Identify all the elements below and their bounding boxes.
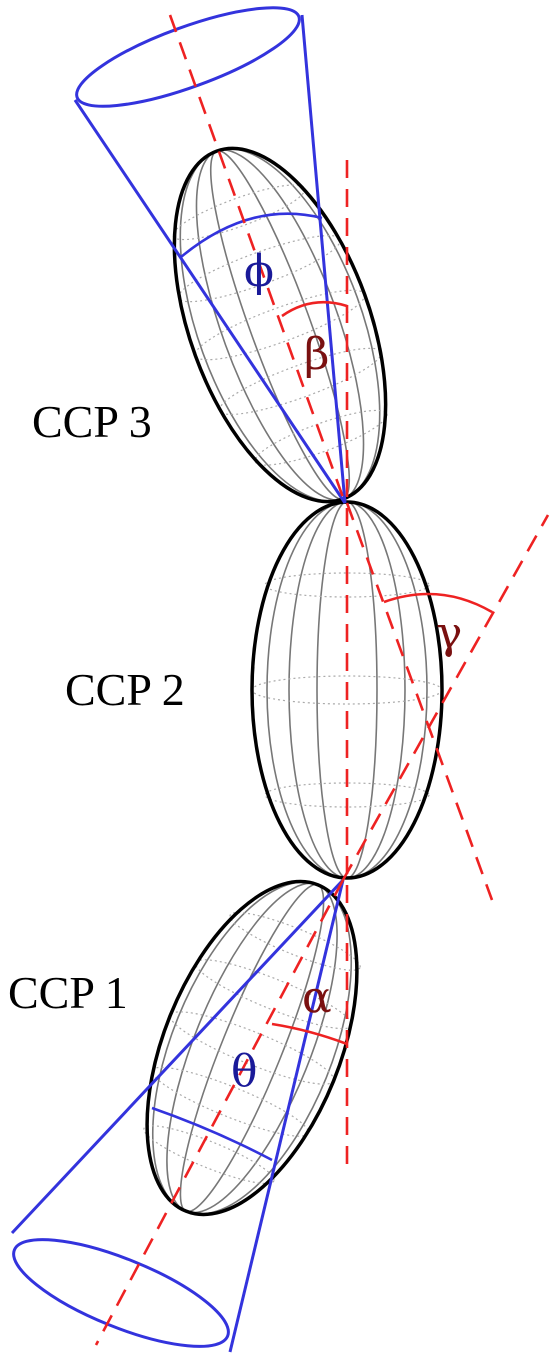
ccp1-outline xyxy=(145,879,359,1217)
ccp1-latitude xyxy=(143,1125,275,1185)
cone-bottom-edge-right xyxy=(228,879,345,1353)
theta-arc xyxy=(151,1106,273,1162)
cone-top-rim xyxy=(75,6,301,108)
gamma-arc xyxy=(383,592,493,614)
ccp2-latitude xyxy=(264,572,430,598)
cone-bottom-rim xyxy=(12,1238,230,1348)
ccp2-tilted-axis-1 xyxy=(345,502,494,901)
theta-label: θ xyxy=(231,1046,258,1097)
ccp1-label: CCP 1 xyxy=(8,967,128,1018)
cone-bottom-edge-left xyxy=(10,878,345,1235)
alpha-arc xyxy=(271,1022,348,1046)
ccp2-tilted-axis-2 xyxy=(341,514,550,881)
ccp1-long-axis xyxy=(94,879,345,1346)
cone-top-edge-right xyxy=(300,14,347,504)
cone-bottom xyxy=(10,878,345,1353)
ccp2-latitude xyxy=(264,782,430,808)
ccp3-latitude xyxy=(172,184,306,241)
ccp3-label: CCP 3 xyxy=(32,396,152,447)
alpha-label: α xyxy=(302,972,332,1023)
ccp1-latitude xyxy=(195,959,353,1030)
ccp2-outline xyxy=(250,500,444,880)
phi-label: ϕ xyxy=(244,246,274,297)
beta-arc xyxy=(281,300,348,318)
ccp2-label: CCP 2 xyxy=(65,664,185,715)
ccp1-ellipsoid xyxy=(143,879,361,1217)
ccp2-ellipsoid xyxy=(250,500,444,880)
gamma-label: γ xyxy=(436,608,462,659)
cone-top xyxy=(73,6,347,504)
phi-arc xyxy=(180,212,323,259)
beta-label: β xyxy=(304,329,329,380)
cone-top-edge-left xyxy=(73,99,347,504)
